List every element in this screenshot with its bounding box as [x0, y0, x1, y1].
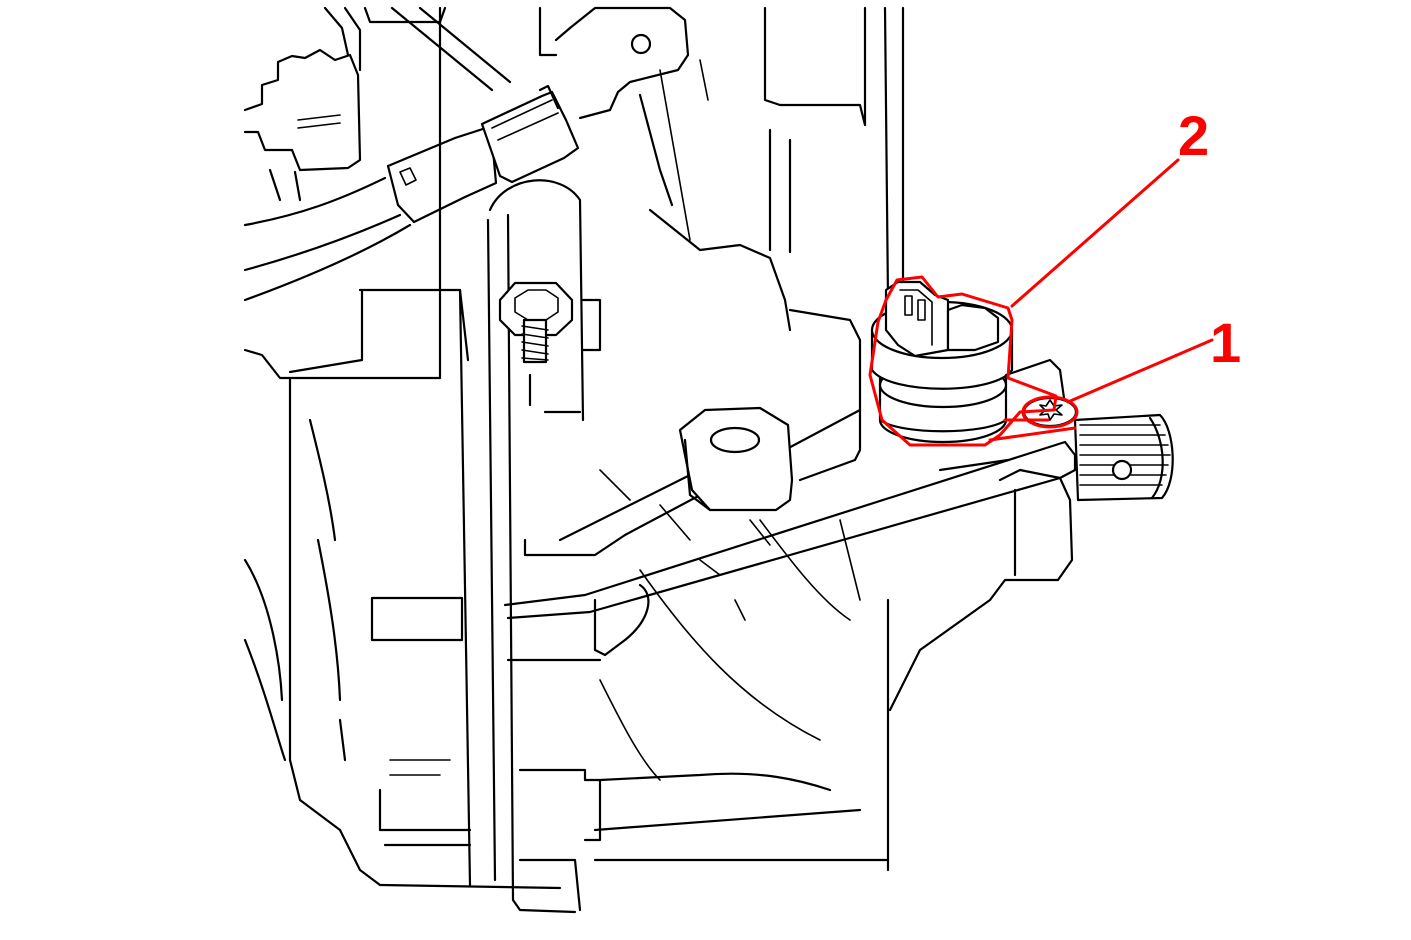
callout-label-1: 1 [1210, 311, 1241, 374]
wiring-harness [243, 48, 580, 302]
top-mounting-bracket [323, 6, 690, 120]
output-shaft [1073, 413, 1174, 502]
lower-right-housing [518, 308, 1074, 912]
upper-housing [638, 6, 905, 347]
callout-leaders [1010, 158, 1214, 404]
sensor-assembly [870, 280, 1067, 444]
mounting-boss [678, 406, 794, 512]
callout-label-2: 2 [1178, 104, 1209, 167]
sensor-highlight-outline [868, 275, 1079, 447]
hex-bolt [488, 179, 602, 422]
left-housing [243, 6, 577, 914]
